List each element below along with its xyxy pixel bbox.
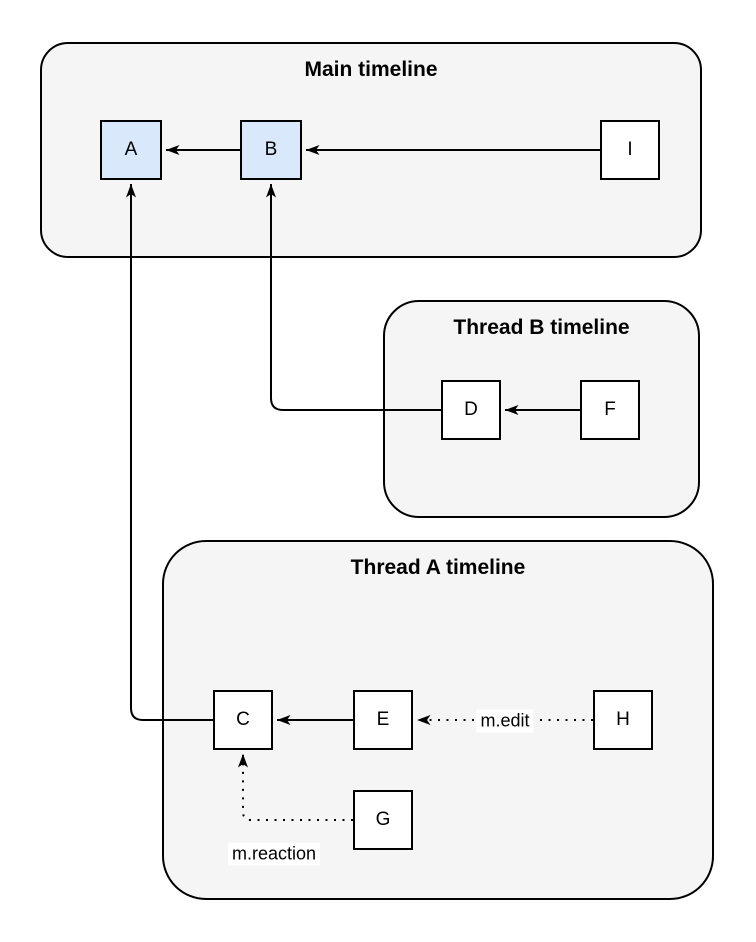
edge-label-g-to-c: m.reaction <box>227 842 321 866</box>
event-node-E: E <box>353 690 413 750</box>
event-node-B: B <box>240 120 302 180</box>
timeline-title-thread-b: Thread B timeline <box>453 316 630 339</box>
event-node-I: I <box>600 120 660 180</box>
edge-label-h-to-e: m.edit <box>476 709 534 733</box>
event-node-F: F <box>580 380 640 440</box>
event-node-C: C <box>213 690 273 750</box>
event-node-G: G <box>353 790 413 850</box>
timeline-container-thread-b: Thread B timeline <box>383 300 700 518</box>
event-node-H: H <box>593 690 653 750</box>
timeline-title-thread-a: Thread A timeline <box>350 556 526 579</box>
event-node-A: A <box>100 120 162 180</box>
timeline-title-main: Main timeline <box>304 58 438 81</box>
event-node-D: D <box>441 380 501 440</box>
